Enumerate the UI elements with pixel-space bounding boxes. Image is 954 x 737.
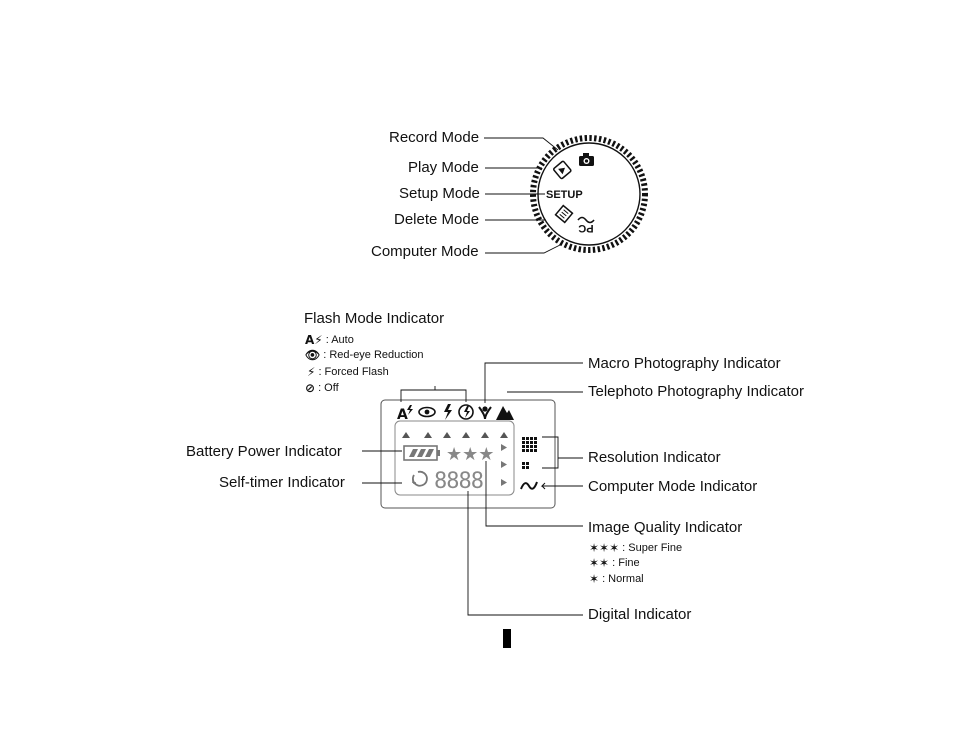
red-eye-icon: 👁 — [305, 348, 321, 362]
computer-arrow-icon — [540, 482, 548, 490]
macro-label: Macro Photography Indicator — [588, 355, 781, 372]
flash-legend-red-eye: 👁 : Red-eye Reduction — [305, 348, 424, 362]
flash-mode-title: Flash Mode Indicator — [304, 310, 445, 327]
flash-off-icon: ⊘ — [305, 381, 316, 395]
lcd-inner-window — [394, 420, 515, 496]
setup-text: SETUP — [546, 189, 583, 201]
lcd-quality-stars: ★★★ — [446, 444, 494, 465]
forced-flash-icon: ⚡ — [307, 365, 316, 379]
resolution-low-icon — [522, 462, 529, 469]
setup-mode-label: Setup Mode — [399, 185, 480, 202]
computer-mode-icon — [520, 481, 538, 490]
lcd-side-arrows — [501, 444, 507, 486]
flash-legend-off: ⊘ : Off — [305, 381, 339, 395]
quality-stars-icon: ✶ — [589, 572, 600, 586]
pc-icon: PC — [577, 216, 595, 234]
self-timer-icon — [412, 470, 428, 487]
flash-off-icon — [458, 404, 474, 420]
red-eye-icon — [418, 406, 436, 418]
self-timer-label: Self-timer Indicator — [219, 474, 345, 491]
computer-mode-label: Computer Mode Indicator — [588, 478, 758, 495]
quality-legend-super-fine: ✶✶✶ : Super Fine — [589, 541, 683, 555]
delete-mode-label: Delete Mode — [394, 211, 480, 228]
auto-flash-icon: A — [397, 405, 413, 423]
telephoto-label: Telephoto Photography Indicator — [588, 383, 804, 400]
macro-icon — [478, 406, 492, 420]
dial-leader-lines — [484, 137, 563, 254]
svg-text:A: A — [397, 407, 408, 423]
delete-mode-icon — [554, 204, 574, 224]
digital-indicator-label: Digital Indicator — [588, 606, 692, 623]
lcd-triangle-row — [402, 432, 508, 438]
play-mode-label: Play Mode — [408, 159, 479, 176]
quality-legend-normal: ✶ : Normal — [589, 572, 644, 586]
image-quality-title: Image Quality Indicator — [588, 519, 743, 536]
auto-flash-icon: A⚡ — [305, 333, 323, 347]
record-mode-label: Record Mode — [389, 129, 480, 146]
battery-icon — [403, 445, 440, 461]
lcd-digits: 8888 — [434, 469, 483, 494]
telephoto-icon — [496, 406, 514, 420]
quality-stars-icon: ✶✶ — [589, 556, 610, 570]
quality-legend-fine: ✶✶ : Fine — [589, 556, 640, 570]
resolution-label: Resolution Indicator — [588, 449, 721, 466]
lcd-leader-lines — [362, 362, 583, 616]
resolution-high-icon — [522, 437, 537, 452]
battery-label: Battery Power Indicator — [186, 443, 342, 460]
flash-legend-forced: ⚡ : Forced Flash — [307, 365, 389, 379]
computer-mode-dial-label: Computer Mode — [371, 243, 479, 260]
flash-legend-auto: A⚡ : Auto — [305, 333, 354, 347]
play-mode-icon — [553, 160, 572, 180]
pc-text: PC — [578, 222, 593, 234]
forced-flash-icon — [444, 404, 452, 420]
camera-icon — [579, 153, 594, 166]
quality-stars-icon: ✶✶✶ — [589, 541, 620, 555]
page-marker — [503, 629, 511, 648]
